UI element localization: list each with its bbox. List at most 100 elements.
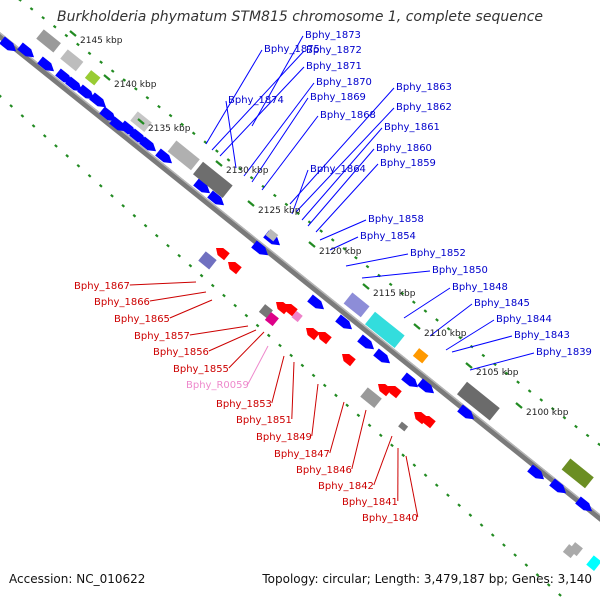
kbp-label: 2140 kbp xyxy=(114,80,157,90)
tick-mark xyxy=(562,415,567,420)
gene-label-forward[interactable]: Bphy_1871 xyxy=(306,61,362,72)
forward-gene-arrow xyxy=(99,106,117,122)
gene-label-reverse[interactable]: Bphy_1841 xyxy=(342,497,398,508)
tick-mark xyxy=(121,203,126,208)
gene-label-reverse[interactable]: Bphy_1867 xyxy=(74,281,130,292)
tick-mark xyxy=(334,393,338,398)
label-connector xyxy=(205,49,263,145)
tick-mark xyxy=(244,313,249,318)
tick-mark xyxy=(558,593,562,597)
gene-label-forward[interactable]: Bphy_1864 xyxy=(310,164,366,175)
gene-label-reverse[interactable]: Bphy_1847 xyxy=(274,449,330,460)
gene-label-forward[interactable]: Bphy_1861 xyxy=(384,122,440,133)
tick-mark xyxy=(233,303,238,308)
gene-label-reverse[interactable]: Bphy_1846 xyxy=(296,465,352,476)
label-connector xyxy=(291,169,309,215)
forward-gene-arrow xyxy=(139,136,157,152)
gene-label-forward[interactable]: Bphy_1872 xyxy=(306,45,362,56)
kbp-label: 2115 kbp xyxy=(373,289,416,299)
gene-label-forward[interactable]: Bphy_1873 xyxy=(305,30,361,41)
tick-mark xyxy=(585,433,590,438)
gene-label-forward[interactable]: Bphy_1844 xyxy=(496,314,552,325)
gene-label-forward[interactable]: Bphy_1839 xyxy=(536,347,592,358)
pseudogene-box xyxy=(360,387,382,408)
gene-label-forward[interactable]: Bphy_1875 xyxy=(264,44,320,55)
tick-mark xyxy=(284,202,289,207)
kbp-label: 2105 kbp xyxy=(476,368,519,378)
gene-label-reverse[interactable]: Bphy_1853 xyxy=(216,399,272,410)
forward-gene-arrow xyxy=(193,178,211,194)
tick-mark xyxy=(356,413,361,418)
tick-mark xyxy=(215,149,219,153)
gene-label-forward[interactable]: Bphy_1868 xyxy=(320,110,376,121)
tick-mark xyxy=(20,114,25,118)
label-connector xyxy=(219,66,305,157)
tick-mark xyxy=(266,333,271,338)
reverse-gene-arrow xyxy=(228,261,242,275)
tick-mark xyxy=(122,78,127,82)
gene-label-forward[interactable]: Bphy_1874 xyxy=(228,95,284,106)
gene-label-reverse[interactable]: Bphy_1866 xyxy=(94,297,150,308)
label-connector xyxy=(225,100,237,169)
rna-gene-box xyxy=(291,310,303,323)
forward-gene-arrow xyxy=(457,404,475,420)
tick-mark xyxy=(390,443,394,448)
tick-mark xyxy=(98,183,103,188)
gene-label-forward[interactable]: Bphy_1860 xyxy=(376,143,432,154)
reverse-gene-arrow xyxy=(342,353,356,367)
gene-label-reverse[interactable]: Bphy_1857 xyxy=(134,331,190,342)
tick-mark xyxy=(546,583,551,587)
pseudogene-box xyxy=(192,161,233,199)
pseudogene-box xyxy=(265,228,279,242)
gene-label-forward[interactable]: Bphy_1863 xyxy=(396,82,452,93)
topology-label: Topology: circular; Length: 3,479,187 bp… xyxy=(262,572,592,586)
tick-mark xyxy=(41,15,46,20)
gene-label-forward[interactable]: Bphy_1862 xyxy=(396,102,452,113)
tick-mark xyxy=(479,523,484,527)
gene-label-forward[interactable]: Bphy_1850 xyxy=(432,265,488,276)
gene-label-reverse[interactable]: Bphy_1842 xyxy=(318,481,374,492)
gene-label-forward[interactable]: Bphy_1859 xyxy=(380,158,436,169)
kbp-tick xyxy=(413,323,421,330)
gene-label-forward[interactable]: Bphy_1869 xyxy=(310,92,366,103)
tick-mark xyxy=(311,373,316,378)
tick-mark xyxy=(516,380,520,384)
kbp-label: 2120 kbp xyxy=(319,247,362,257)
label-connector xyxy=(271,355,285,404)
gene-label-reverse[interactable]: Bphy_1851 xyxy=(236,415,292,426)
label-connector xyxy=(403,287,451,319)
gene-label-forward[interactable]: Bphy_1845 xyxy=(474,298,530,309)
forward-gene-arrow xyxy=(527,464,545,480)
gene-label-forward[interactable]: Bphy_1852 xyxy=(410,248,466,259)
gene-label-reverse[interactable]: Bphy_1840 xyxy=(362,513,418,524)
forward-gene-arrow xyxy=(119,120,137,136)
label-connector xyxy=(211,50,305,151)
tick-mark xyxy=(446,493,450,497)
tick-mark xyxy=(574,424,578,429)
gene-label-reverse[interactable]: Bphy_1865 xyxy=(114,314,170,325)
gene-label-forward[interactable]: Bphy_1854 xyxy=(360,231,416,242)
gene-label-rna[interactable]: Bphy_R0059 xyxy=(186,380,249,391)
gene-label-reverse[interactable]: Bphy_1849 xyxy=(256,432,312,443)
tick-mark xyxy=(278,343,282,348)
gene-label-forward[interactable]: Bphy_1870 xyxy=(316,77,372,88)
gene-label-forward[interactable]: Bphy_1848 xyxy=(452,282,508,293)
gene-label-forward[interactable]: Bphy_1843 xyxy=(514,330,570,341)
label-connector xyxy=(291,361,295,420)
kbp-tick xyxy=(362,283,370,290)
label-connector xyxy=(251,97,309,183)
tick-mark xyxy=(330,238,335,242)
tick-mark xyxy=(272,193,277,198)
tick-mark xyxy=(539,398,544,402)
kbp-tick xyxy=(308,241,316,248)
reverse-gene-arrow xyxy=(388,385,402,399)
tick-mark xyxy=(365,264,370,269)
gene-label-reverse[interactable]: Bphy_1856 xyxy=(153,347,209,358)
tick-mark xyxy=(65,154,70,158)
label-connector xyxy=(247,345,269,385)
tick-mark xyxy=(468,513,473,517)
gene-label-forward[interactable]: Bphy_1858 xyxy=(368,214,424,225)
gene-label-reverse[interactable]: Bphy_1855 xyxy=(173,364,229,375)
tick-mark xyxy=(367,423,372,428)
tick-mark xyxy=(249,175,254,180)
